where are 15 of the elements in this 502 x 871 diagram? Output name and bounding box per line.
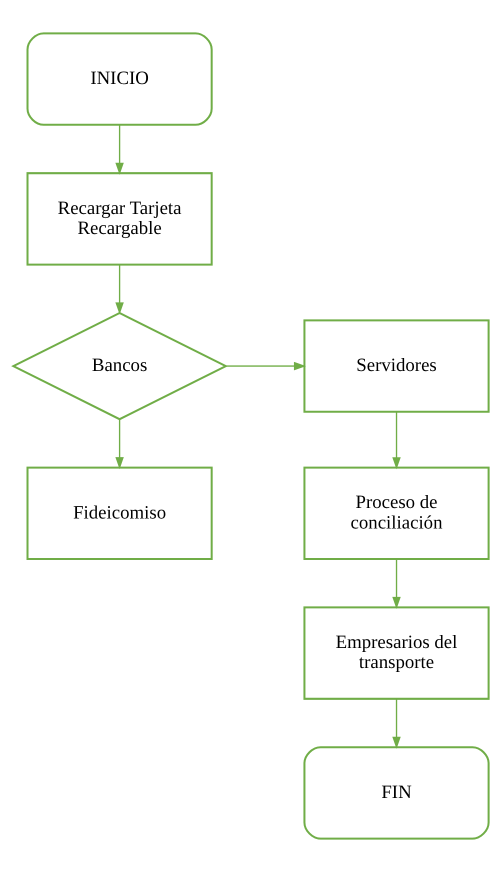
- arrow: [392, 558, 401, 609]
- node-box: Fideicomiso: [26, 466, 213, 560]
- node-box: Servidores: [303, 318, 490, 412]
- arrow: [115, 124, 124, 174]
- arrow: [115, 264, 124, 314]
- arrow: [392, 698, 401, 748]
- arrow: [226, 361, 306, 370]
- arrow: [115, 418, 124, 469]
- node-box: FIN: [303, 746, 490, 840]
- node-box: Proceso de conciliación: [303, 466, 490, 560]
- node-box: Empresarios del transporte: [303, 606, 490, 700]
- node-box: Recargar Tarjeta Recargable: [26, 172, 213, 266]
- node-diamond: Bancos: [11, 311, 228, 420]
- arrow: [392, 411, 401, 469]
- node-box: INICIO: [26, 32, 213, 126]
